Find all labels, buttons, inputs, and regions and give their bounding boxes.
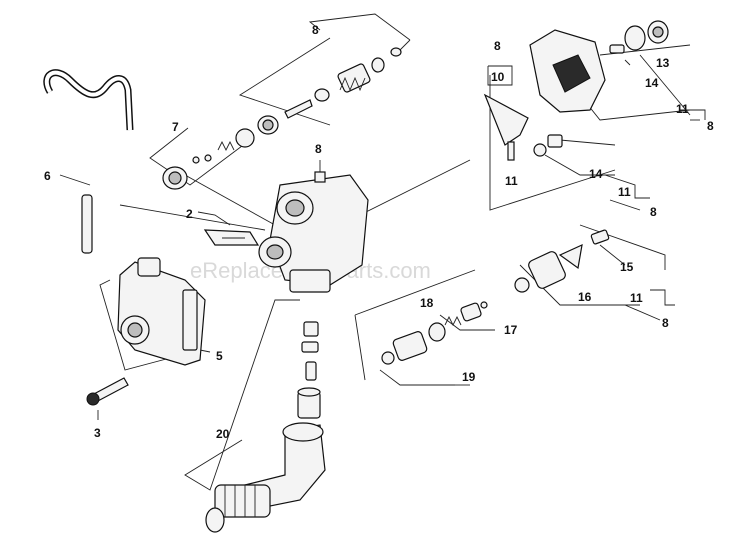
callout-7: 7: [172, 120, 179, 134]
callout-6: 6: [44, 169, 51, 183]
part-19-outlet: [381, 322, 446, 365]
callout-8-c: 8: [650, 205, 657, 219]
callout-11-c: 11: [618, 185, 631, 199]
callout-11-d: 11: [630, 291, 643, 305]
callout-14-b: 14: [589, 167, 603, 181]
callout-18: 18: [420, 296, 434, 310]
part-7-check-valve: [162, 128, 255, 190]
part-18-spring: [444, 301, 488, 327]
callout-15: 15: [620, 260, 634, 274]
callout-11-a: 11: [505, 174, 518, 188]
callout-2: 2: [186, 207, 193, 221]
callout-8-b: 8: [707, 119, 714, 133]
part-unloader-cap: [529, 20, 669, 113]
part-10-diaphragm: [483, 93, 529, 161]
part-stack: [297, 321, 321, 419]
callout-20: 20: [216, 427, 230, 441]
callout-labels: 8 7 6 2 8 5 3 20 8 10 11 13 14 11 8 14 1…: [44, 23, 714, 441]
callout-8-upper-right: 8: [494, 39, 501, 53]
callout-19: 19: [462, 370, 476, 384]
part-14-valve: [533, 134, 563, 157]
part-pump-head: [258, 171, 369, 293]
callout-16: 16: [578, 290, 592, 304]
part-16-nozzle: [514, 229, 610, 293]
callout-10: 10: [491, 70, 505, 84]
callout-5: 5: [216, 349, 223, 363]
callout-8-top: 8: [312, 23, 319, 37]
callout-11-b: 11: [676, 102, 689, 116]
callout-14-a: 14: [645, 76, 659, 90]
callout-17: 17: [504, 323, 518, 337]
callout-13: 13: [656, 56, 670, 70]
part-6-hose: [43, 69, 134, 254]
part-20-elbow: [205, 422, 326, 533]
leader-lines: [59, 13, 706, 491]
callout-3: 3: [94, 426, 101, 440]
part-2-clip: [203, 229, 260, 246]
callout-8-mid: 8: [315, 142, 322, 156]
callout-8-d: 8: [662, 316, 669, 330]
part-5-manifold: [117, 257, 206, 366]
part-3-screw: [86, 377, 129, 406]
part-8-valve-set: [257, 47, 402, 135]
